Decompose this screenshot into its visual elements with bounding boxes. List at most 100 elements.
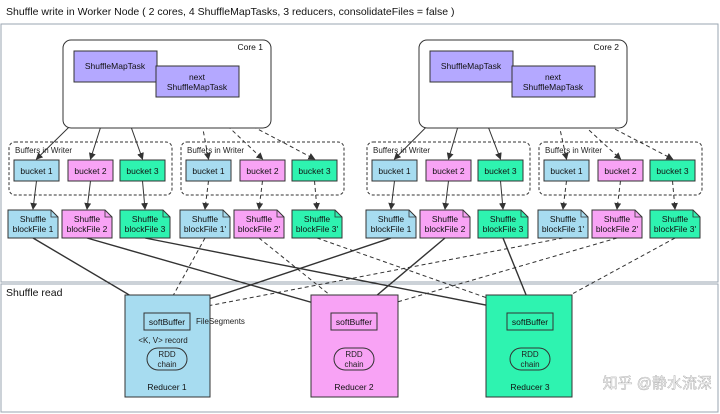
buffers-in-writer-2-label: Buffers in Writer <box>187 146 244 155</box>
shuffle-block-file-3-group-4 <box>649 209 701 239</box>
shuffle-block-file-3-group-2-label-line-1: Shuffle <box>304 214 331 224</box>
shuffle-map-task-1-label: ShuffleMapTask <box>85 61 146 71</box>
shuffle-block-file-2-group-1-label-line-1: Shuffle <box>74 214 101 224</box>
bucket-2-group-2 <box>239 159 286 182</box>
bucket-3-group-3-label: bucket 3 <box>484 166 516 176</box>
bucket-2-group-2-label: bucket 2 <box>246 166 278 176</box>
shuffle-block-file-3-group-1-label-line-1: Shuffle <box>132 214 159 224</box>
rdd-chain-2 <box>333 347 375 371</box>
file-to-reducer-1-3 <box>144 237 522 315</box>
rdd-chain-1-label-line-2: chain <box>157 360 176 369</box>
reducer-3-label: Reducer 3 <box>510 382 549 392</box>
shuffle-block-file-2-group-3 <box>419 209 471 239</box>
bucket-3-group-2-label: bucket 3 <box>298 166 330 176</box>
shuffle-block-file-1-group-1-label-line-2: blockFile 1 <box>13 224 54 234</box>
reducer-1-box <box>124 294 211 398</box>
shuffle-read-label: Shuffle read <box>6 287 63 299</box>
bucket-1-group-4 <box>543 159 590 182</box>
bucket-1-group-2-label: bucket 1 <box>192 166 224 176</box>
shuffle-block-file-2-group-2-label-line-2: blockFile 2' <box>238 224 281 234</box>
next-shuffle-map-task-2-label-line-2: ShuffleMapTask <box>523 82 584 92</box>
next-shuffle-map-task-1-label-line-2: ShuffleMapTask <box>167 82 228 92</box>
watermark-text: 知乎 @静水流深 <box>603 375 712 392</box>
soft-buffer-1 <box>143 312 191 331</box>
soft-buffer-2-label: softBuffer <box>336 317 372 327</box>
file-corner-fold <box>334 210 342 218</box>
soft-buffer-3-label: softBuffer <box>512 317 548 327</box>
file-corner-fold <box>50 210 58 218</box>
bucket-1-group-1 <box>13 159 60 182</box>
rdd-chain-2-label-line-2: chain <box>344 360 363 369</box>
file-corner-fold <box>692 210 700 218</box>
file-corner-fold <box>408 210 416 218</box>
bucket-3-group-1-label: bucket 3 <box>126 166 158 176</box>
shuffle-block-file-1-group-3-label-line-2: blockFile 1 <box>371 224 412 234</box>
buffers-in-writer-3 <box>366 141 531 196</box>
buffers-in-writer-4-label: Buffers in Writer <box>545 146 602 155</box>
rdd-chain-1 <box>146 347 188 371</box>
rdd-chain-3 <box>509 347 551 371</box>
soft-buffer-3 <box>506 312 554 331</box>
buffers-in-writer-2 <box>180 141 345 196</box>
shuffle-block-file-2-group-2 <box>233 209 285 239</box>
bucket-1-group-4-label: bucket 1 <box>550 166 582 176</box>
shuffle-block-file-3-group-4-label-line-2: blockFile 3' <box>654 224 697 234</box>
rdd-chain-2-label-line-1: RDD <box>345 350 363 359</box>
shuffle-map-task-2 <box>429 50 514 83</box>
rdd-chain-3-label-line-1: RDD <box>521 350 539 359</box>
soft-buffer-2 <box>330 312 378 331</box>
shuffle-block-file-1-group-2-label-line-1: Shuffle <box>192 214 219 224</box>
reducer-1-label: Reducer 1 <box>147 382 186 392</box>
bucket-3-group-4 <box>649 159 696 182</box>
file-corner-fold <box>580 210 588 218</box>
buffers-in-writer-4 <box>538 141 703 196</box>
shuffle-block-file-3-group-4-label-line-1: Shuffle <box>662 214 689 224</box>
bucket-2-group-1-label: bucket 2 <box>74 166 106 176</box>
shuffle-block-file-2-group-3-label-line-2: blockFile 2 <box>425 224 466 234</box>
shuffle-block-file-1-group-3 <box>365 209 417 239</box>
bucket-2-group-3-label: bucket 2 <box>432 166 464 176</box>
shuffle-block-file-1-group-2 <box>179 209 231 239</box>
next-shuffle-map-task-1 <box>155 65 240 98</box>
file-to-reducer-1-2 <box>86 237 346 314</box>
bucket-3-group-1 <box>119 159 166 182</box>
soft-buffer-1-label: softBuffer <box>149 317 185 327</box>
shuffle-block-file-1-group-4-label-line-1: Shuffle <box>550 214 577 224</box>
core-2-label: Core 2 <box>593 42 619 52</box>
shuffle-map-task-1 <box>73 50 158 83</box>
file-corner-fold <box>520 210 528 218</box>
shuffle-block-file-1-group-4 <box>537 209 589 239</box>
shuffle-block-file-2-group-4 <box>591 209 643 239</box>
shuffle-block-file-2-group-4-label-line-2: blockFile 2' <box>596 224 639 234</box>
bucket-1-group-3 <box>371 159 418 182</box>
shuffle-block-file-3-group-3 <box>477 209 529 239</box>
bucket-2-group-4 <box>597 159 644 182</box>
file-to-reducer-4-2 <box>362 237 618 314</box>
shuffle-block-file-2-group-3-label-line-1: Shuffle <box>432 214 459 224</box>
bucket-1-group-1-label: bucket 1 <box>20 166 52 176</box>
rdd-chain-3-label-line-2: chain <box>520 360 539 369</box>
bucket-1-group-3-label: bucket 1 <box>378 166 410 176</box>
bucket-2-group-4-label: bucket 2 <box>604 166 636 176</box>
bucket-3-group-4-label: bucket 3 <box>656 166 688 176</box>
buffers-in-writer-1 <box>8 141 173 196</box>
file-corner-fold <box>276 210 284 218</box>
shuffle-block-file-3-group-1-label-line-2: blockFile 3 <box>125 224 166 234</box>
bucket-1-group-2 <box>185 159 232 182</box>
shuffle-block-file-2-group-1-label-line-2: blockFile 2 <box>67 224 108 234</box>
bucket-3-group-2 <box>291 159 338 182</box>
shuffle-block-file-2-group-4-label-line-1: Shuffle <box>604 214 631 224</box>
file-segments-label: FileSegments <box>196 317 245 326</box>
diagram-title: Shuffle write in Worker Node ( 2 cores, … <box>6 6 455 18</box>
buffers-in-writer-3-label: Buffers in Writer <box>373 146 430 155</box>
buffers-in-writer-1-label: Buffers in Writer <box>15 146 72 155</box>
file-corner-fold <box>462 210 470 218</box>
core-1-label: Core 1 <box>237 42 263 52</box>
record-label: <K, V> record <box>138 336 187 345</box>
next-shuffle-map-task-2 <box>511 65 596 98</box>
shuffle-block-file-3-group-3-label-line-2: blockFile 3 <box>483 224 524 234</box>
file-corner-fold <box>104 210 112 218</box>
bucket-2-group-3 <box>425 159 472 182</box>
shuffle-block-file-3-group-2 <box>291 209 343 239</box>
